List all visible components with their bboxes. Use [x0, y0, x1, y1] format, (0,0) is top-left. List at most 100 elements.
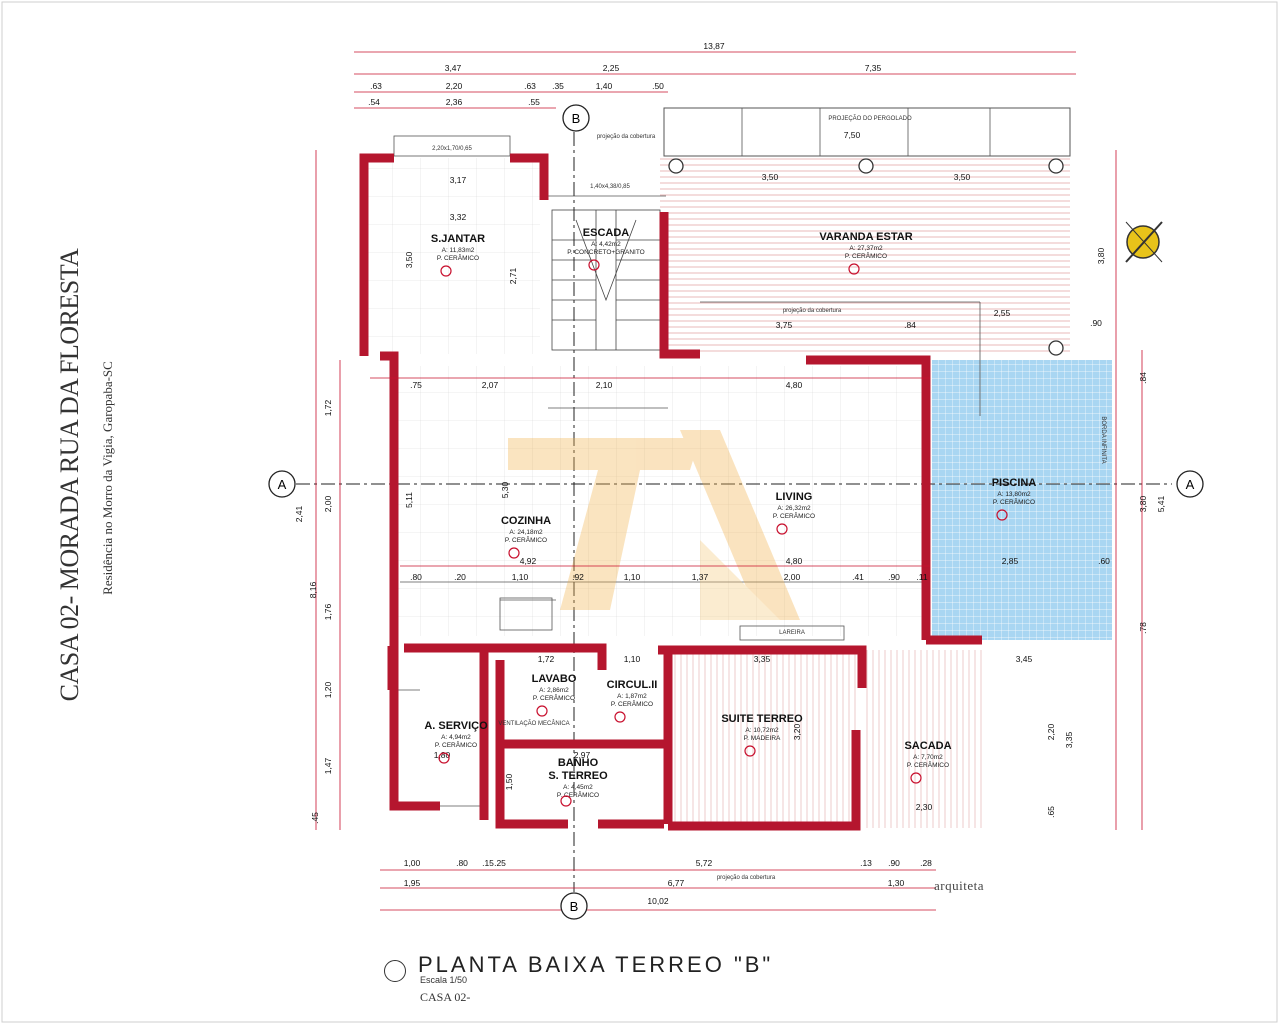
section-marker-b-bottom: B	[560, 892, 588, 920]
dimension-label: .28	[920, 858, 932, 868]
dimension-label: 3,80	[1096, 247, 1106, 264]
dimension-label: .80	[410, 572, 422, 582]
dimension-label: 3,75	[776, 320, 793, 330]
dimension-label: 3,20	[792, 723, 802, 740]
dimension-label: 3,35	[1064, 731, 1074, 748]
drawing-title: PLANTA BAIXA TERREO "B"	[418, 952, 774, 977]
dimension-label: 2,36	[446, 97, 463, 107]
level-marker-icon	[438, 752, 450, 764]
label-ventilacao: VENTILAÇÃO MECÂNICA	[498, 720, 569, 727]
dimension-label: 3,47	[445, 63, 462, 73]
dimension-label: .20	[454, 572, 466, 582]
dimension-label: 3,50	[404, 251, 414, 268]
label-cobertura-varanda: projeção da cobertura	[783, 308, 842, 314]
dimension-label: 3,32	[450, 212, 467, 222]
level-marker-icon	[996, 509, 1008, 521]
logo-watermark	[508, 430, 800, 620]
label-window-tag: 2,20x1,70/0,65	[432, 146, 472, 152]
level-marker-icon	[508, 547, 520, 559]
dimension-label: 3,45	[1016, 654, 1033, 664]
label-cobertura-top: projeção da cobertura	[597, 134, 656, 140]
dimension-label: .90	[888, 858, 900, 868]
level-marker-icon	[440, 265, 452, 277]
dimension-label: 2,30	[916, 802, 933, 812]
section-marker-a-left: A	[268, 470, 296, 498]
dimension-label: .45	[310, 812, 320, 824]
column-4	[1048, 340, 1064, 356]
room-area: A: 26,32m2	[777, 505, 811, 512]
stair-drawing	[551, 209, 661, 351]
pool-water	[932, 360, 1112, 640]
project-location: Residência no Morro da Vigia, Garopaba-S…	[100, 361, 115, 595]
svg-text:B: B	[572, 111, 581, 126]
dimension-label: .54	[368, 97, 380, 107]
room-name: S. TERREO	[548, 770, 608, 782]
dimension-label: 5,11	[404, 492, 414, 508]
room-floor: P. CERÂMICO	[845, 251, 887, 260]
label-stair-tag: 1,40x4,38/0,85	[590, 184, 630, 190]
room-floor: P. CONCRETO+GRANITO	[567, 249, 644, 256]
dimension-label: 2,10	[596, 380, 613, 390]
dimension-label: .25	[494, 858, 506, 868]
room-area: A: 11,83m2	[442, 247, 475, 254]
dimension-label: 10,02	[647, 896, 669, 906]
room-area: A: 4,45m2	[563, 784, 593, 791]
label-borda-infinita: BORDA INFINITA	[1100, 416, 1106, 463]
drawing-scale: Escala 1/50	[420, 975, 468, 985]
svg-text:B: B	[570, 899, 579, 914]
dimension-label: 2,25	[603, 63, 620, 73]
room-area: A: 24,18m2	[509, 529, 543, 536]
dimension-label: 1,37	[692, 572, 709, 582]
varanda-deck	[660, 158, 1070, 354]
level-marker-icon	[776, 523, 788, 535]
dimension-label: .60	[1098, 556, 1110, 566]
room-area: A: 4,94m2	[441, 734, 471, 741]
svg-text:A: A	[278, 477, 287, 492]
room-floor: P. CERÂMICO	[557, 790, 599, 799]
dimension-label: 13,87	[703, 41, 725, 51]
dimension-label: 1,10	[624, 654, 641, 664]
room-area: A: 4,42m2	[591, 241, 621, 248]
signature: arquiteta	[934, 878, 984, 893]
room-area: A: 1,87m2	[617, 693, 647, 700]
room-name: ESCADA	[583, 227, 630, 239]
room-name: PISCINA	[992, 477, 1037, 489]
room-floor: P. CERÂMICO	[993, 497, 1035, 506]
project-title: CASA 02- MORADA RUA DA FLORESTA	[55, 248, 84, 702]
dimension-label: 1,80	[434, 750, 451, 760]
dimension-label: 1,72	[538, 654, 555, 664]
dimension-label: 5,41	[1156, 495, 1166, 512]
room-name: LAVABO	[532, 673, 577, 685]
room-floor: P. CERÂMICO	[435, 740, 477, 749]
dimension-label: 2,20	[1046, 723, 1056, 740]
dimension-label: 2,71	[508, 267, 518, 284]
dimension-label: 2,00	[784, 572, 801, 582]
sacada-deck	[866, 650, 986, 828]
label-cobertura-bottom: projeção da cobertura	[717, 875, 776, 881]
dimension-label: 2,00	[323, 495, 333, 512]
dimension-label: .65	[1046, 806, 1056, 818]
interior-floor	[394, 366, 926, 636]
room-name: S.JANTAR	[431, 233, 485, 245]
walls	[359, 153, 982, 831]
dimension-label: .63	[370, 81, 382, 91]
room-area: A: 27,37m2	[849, 245, 883, 252]
dimension-label: .13	[860, 858, 872, 868]
dimension-label: .55	[528, 97, 540, 107]
room-floor: P. CERÂMICO	[907, 760, 949, 769]
pergola	[663, 107, 1071, 157]
section-marker-b-top: B	[562, 104, 590, 132]
dimension-label: 1,10	[624, 572, 641, 582]
room-floor: P. CERÂMICO	[533, 693, 575, 702]
dimension-label: .90	[888, 572, 900, 582]
dimension-label: 2,85	[1002, 556, 1019, 566]
footer-label: CASA 02-	[420, 990, 471, 1004]
dimension-label: .75	[410, 380, 422, 390]
dimension-label: 7,50	[844, 130, 861, 140]
dimension-label: .90	[1090, 318, 1102, 328]
